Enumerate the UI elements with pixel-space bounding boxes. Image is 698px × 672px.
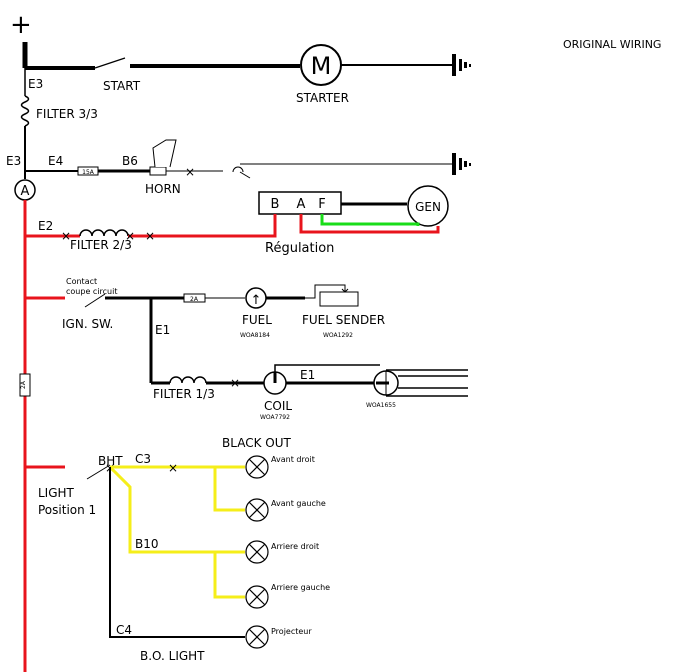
lighting-wires: [108, 465, 245, 599]
horn-push-icon: [232, 166, 251, 179]
fuse-2a-main-icon: [19, 373, 31, 397]
c4-wire: [109, 467, 245, 638]
fuel-gauge-ref: WOA8184: [240, 332, 270, 339]
lamp-icon: [245, 585, 269, 609]
ammeter-label: A: [21, 184, 30, 199]
lamp-label-avant-droit: Avant droit: [271, 455, 315, 464]
ign-sw-label: IGN. SW.: [62, 317, 113, 331]
filter-33-label: FILTER 3/3: [36, 107, 98, 121]
fuel-sender-ref: WOA1292: [323, 332, 353, 339]
light-position-label: Position 1: [38, 503, 96, 517]
fuel-gauge-needle-icon: ↑: [251, 293, 262, 308]
horn-icon: [149, 139, 177, 176]
lamp-icon: [245, 455, 269, 479]
regulator-terminal-a: A: [297, 197, 306, 212]
start-label: START: [103, 79, 141, 93]
splice-marker-c3: ×: [168, 461, 178, 475]
filter-13-label: FILTER 1/3: [153, 387, 215, 401]
wire-label-e3-mid: E3: [6, 154, 21, 168]
generator-label: GEN: [415, 200, 441, 214]
filter-13-coil-icon: [169, 376, 207, 384]
diagram-title: ORIGINAL WIRING: [563, 38, 661, 51]
fuel-gauge-label: FUEL: [242, 313, 272, 327]
fuel-sender-icon: [305, 284, 359, 307]
ign-contact-sub-label: coupe circuit: [66, 287, 117, 296]
filter-23-coil-icon: [79, 229, 129, 237]
starter-label: STARTER: [296, 91, 349, 105]
coil-dist-wire-upper: [274, 364, 380, 372]
regulator-terminal-f: F: [318, 197, 325, 212]
splice-marker-e2-b: ×: [125, 229, 135, 243]
lamp-label-projecteur: Projecteur: [271, 627, 312, 636]
coil-ref: WOA7792: [260, 414, 290, 421]
lamp-icon: [245, 498, 269, 522]
regulator-terminal-b: B: [271, 197, 280, 212]
lamp-icon: [245, 625, 269, 649]
wire-label-e2: E2: [38, 219, 53, 233]
fuse-2a-fuel-label: 2A: [190, 296, 199, 303]
wire-label-b10: B10: [135, 537, 159, 551]
ign-contact-label: Contact: [66, 277, 97, 286]
ground-icon: [452, 153, 471, 175]
light-switch-label: LIGHT: [38, 486, 75, 500]
fuse-15a-label: 15A: [82, 169, 95, 176]
light-switch-icon: [86, 464, 111, 480]
ground-icon: [452, 54, 471, 76]
horn-label: HORN: [145, 182, 181, 196]
lamp-label-arriere-gauche: Arriere gauche: [271, 583, 330, 592]
wire-label-b6: B6: [122, 154, 138, 168]
generator-icon: [407, 185, 449, 227]
battery-regulator-wire: [128, 214, 277, 238]
splice-marker-horn: ×: [185, 165, 195, 179]
bht-label: BHT: [98, 454, 123, 468]
wire-label-e3-top: E3: [28, 77, 43, 91]
filter-33-coil-icon: [20, 95, 30, 127]
wire-label-e1-vertical: E1: [155, 323, 170, 337]
starter-motor-label: M: [311, 52, 332, 80]
wire-label-e4: E4: [48, 154, 63, 168]
lamp-icon: [245, 540, 269, 564]
fuel-sender-label: FUEL SENDER: [302, 313, 385, 327]
lamp-label-arriere-droit: Arriere droit: [271, 542, 319, 551]
distributor-icon: [373, 369, 468, 397]
positive-terminal-icon: +: [10, 10, 32, 40]
black-out-label: BLACK OUT: [222, 436, 291, 450]
coil-label: COIL: [264, 399, 292, 413]
field-wire: [320, 214, 420, 226]
ign-switch-icon: [84, 293, 106, 308]
fuse-2a-main-label: 2A: [20, 380, 27, 389]
wire-label-c4: C4: [116, 623, 132, 637]
splice-marker-coil: ×: [230, 376, 240, 390]
regulator-label: Régulation: [265, 241, 334, 256]
bo-light-label: B.O. LIGHT: [140, 649, 205, 663]
distributor-ref: WOA1655: [366, 402, 396, 409]
splice-marker-e2-c: ×: [145, 229, 155, 243]
filter-23-label: FILTER 2/3: [70, 238, 132, 252]
wire-label-e1-coil: E1: [300, 368, 315, 382]
wire-label-c3: C3: [135, 452, 151, 466]
start-switch-icon: [94, 57, 126, 69]
dynamo-wire: [299, 214, 440, 234]
lamp-label-avant-gauche: Avant gauche: [271, 499, 326, 508]
splice-marker-e2-a: ×: [61, 229, 71, 243]
